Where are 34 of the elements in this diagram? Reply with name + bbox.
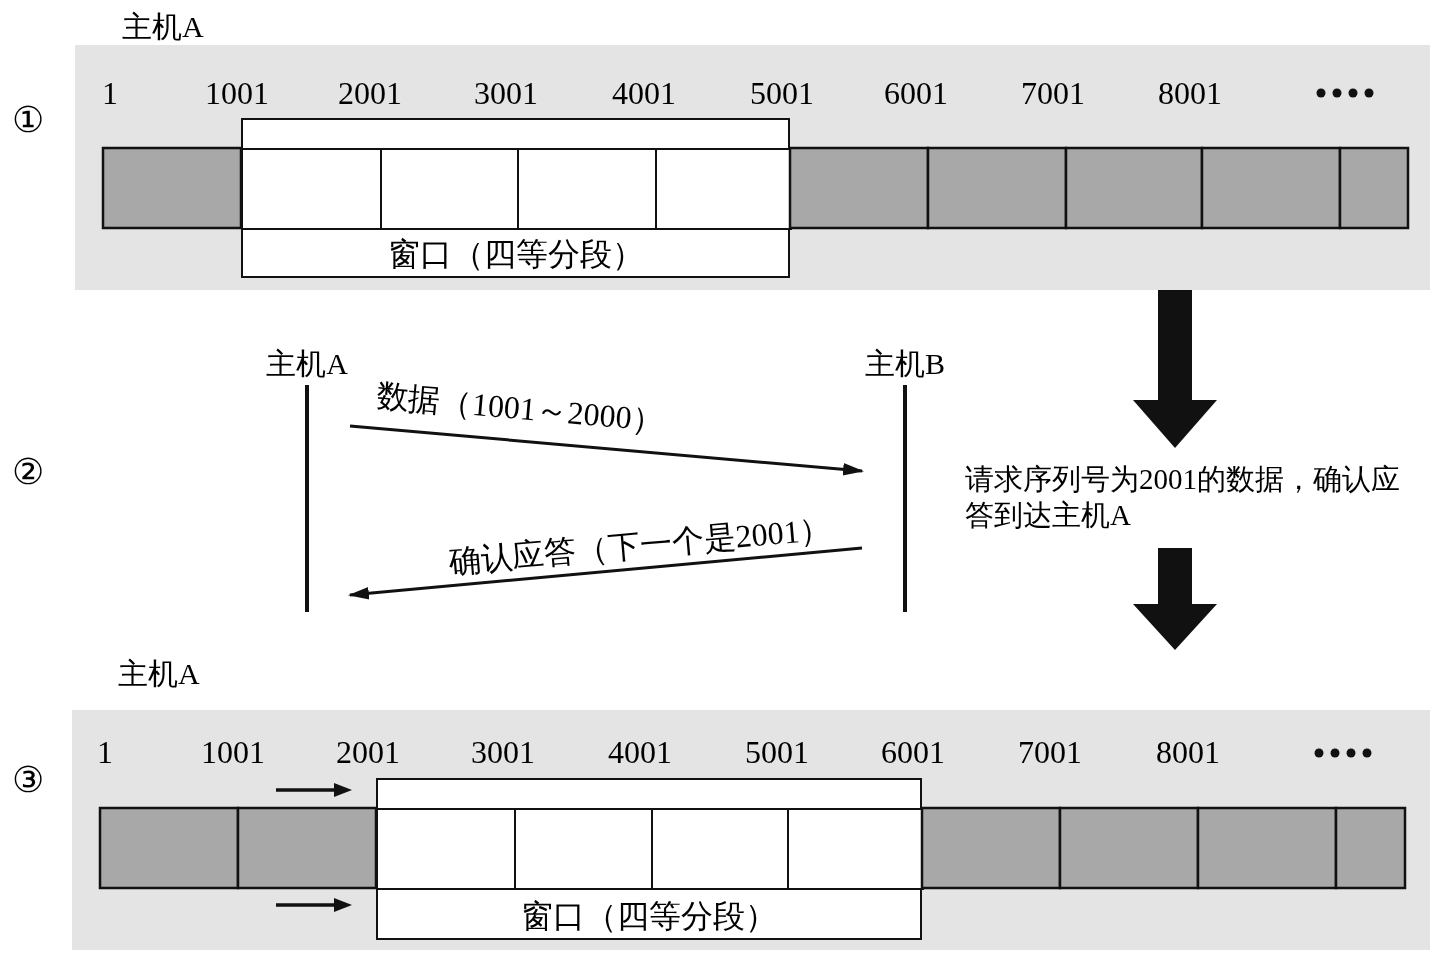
arrow <box>1133 290 1217 650</box>
sequence-number: 1 <box>102 77 118 109</box>
window-label: 窗口（四等分段） <box>521 898 777 934</box>
sequence-number: 8001 <box>1156 736 1220 768</box>
sequence-number: 1001 <box>205 77 269 109</box>
sequence-number: 1001 <box>201 736 265 768</box>
sequence-number: 7001 <box>1021 77 1085 109</box>
host-label: 主机B <box>865 346 945 382</box>
host-label: 主机A <box>122 9 204 45</box>
edge-label: 确认应答（下一个是2001） <box>446 509 834 582</box>
sequence-number: 5001 <box>750 77 814 109</box>
sequence-number: 1 <box>97 736 113 768</box>
arrow <box>349 424 865 476</box>
host-label: 主机A <box>118 656 200 692</box>
sequence-number: 2001 <box>336 736 400 768</box>
arrow <box>347 546 863 600</box>
sequence-number: 5001 <box>745 736 809 768</box>
window-box <box>376 778 922 940</box>
sequence-number: 8001 <box>1158 77 1222 109</box>
host-label: 主机A <box>266 346 348 382</box>
sequence-number: 6001 <box>884 77 948 109</box>
edge-label: 数据（1001～2000） <box>374 376 666 441</box>
sequence-number: 4001 <box>612 77 676 109</box>
window-box <box>241 118 790 278</box>
step-number: ② <box>12 454 44 490</box>
sequence-number: 6001 <box>881 736 945 768</box>
sequence-number: 4001 <box>608 736 672 768</box>
step-number: ③ <box>12 762 44 798</box>
sequence-number: 3001 <box>474 77 538 109</box>
step-number: ① <box>12 102 44 138</box>
sequence-number: 7001 <box>1018 736 1082 768</box>
window-label: 窗口（四等分段） <box>387 236 644 272</box>
sequence-number: 3001 <box>471 736 535 768</box>
sequence-number: 2001 <box>338 77 402 109</box>
